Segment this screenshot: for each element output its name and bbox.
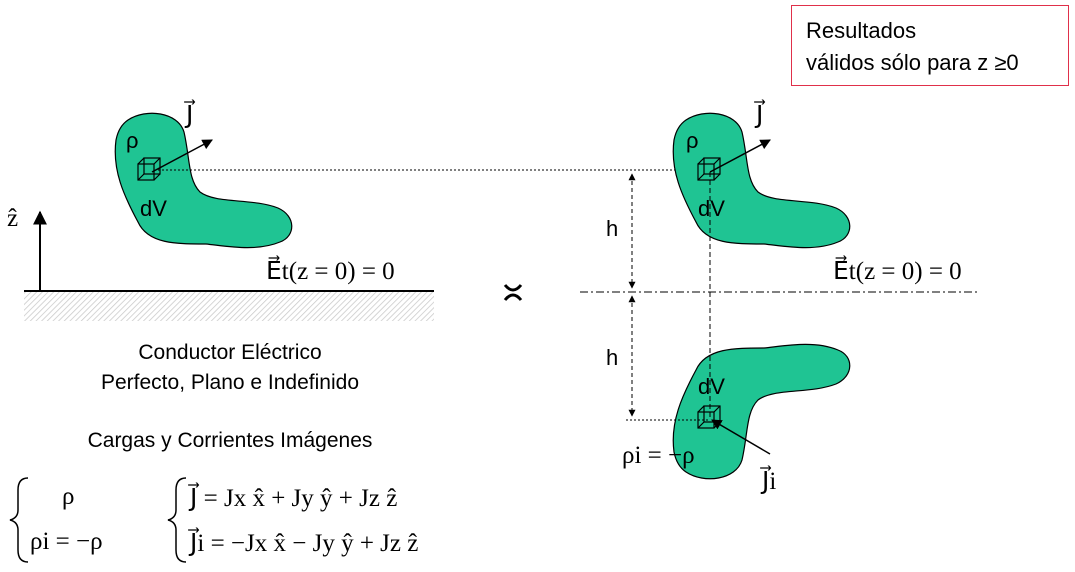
equivalence-symbol [503,284,523,301]
rho-label-right: ρ [686,128,699,153]
current-brace [167,477,187,563]
conductor-plane [24,291,434,321]
charge-blob-image [672,343,851,480]
height-label-lower: h [606,345,619,370]
images-section-title: Cargas y Corrientes Imágenes [87,429,373,452]
z-axis-label: ẑ [7,205,19,232]
charge-blob-left [114,112,293,249]
validity-note-line2: válidos sólo para z ≥0 [806,50,1019,75]
charge-eq-line2: ρi = −ρ [30,528,103,555]
validity-note: Resultados válidos sólo para z ≥0 [791,5,1069,86]
charge-eq-line1: ρ [62,483,75,510]
volume-element-cube-upper [697,157,721,181]
charge-blob-upper [672,112,851,249]
current-label-right: J⃗ [756,102,764,129]
image-rho-label: ρi = −ρ [622,442,695,469]
validity-note-line1: Resultados [806,18,917,43]
conductor-caption-line1: Conductor Eléctrico [138,341,322,364]
boundary-condition-right: E⃗t(z = 0) = 0 [833,258,962,285]
volume-element-cube-left [137,157,161,181]
boundary-condition-left: E⃗t(z = 0) = 0 [266,258,395,285]
current-eq-line2: J⃗i = −Jx x̂ − Jy ŷ + Jz ẑ [190,530,419,557]
dv-label-image: dV [698,374,725,399]
dv-label-upper: dV [698,196,725,221]
rho-label-left: ρ [126,128,139,153]
height-label-upper: h [606,216,619,241]
dv-label-left: dV [140,196,167,221]
current-label-left: J⃗ [186,102,194,129]
conductor-caption-line2: Perfecto, Plano e Indefinido [100,371,359,394]
image-current-label: J⃗i [762,468,777,495]
current-arrow-upper [709,139,771,173]
current-arrow-left [151,139,213,173]
current-eq-line1: J⃗ = Jx x̂ + Jy ŷ + Jz ẑ [190,485,398,512]
charge-brace [9,477,29,563]
current-arrow-image [711,419,771,455]
